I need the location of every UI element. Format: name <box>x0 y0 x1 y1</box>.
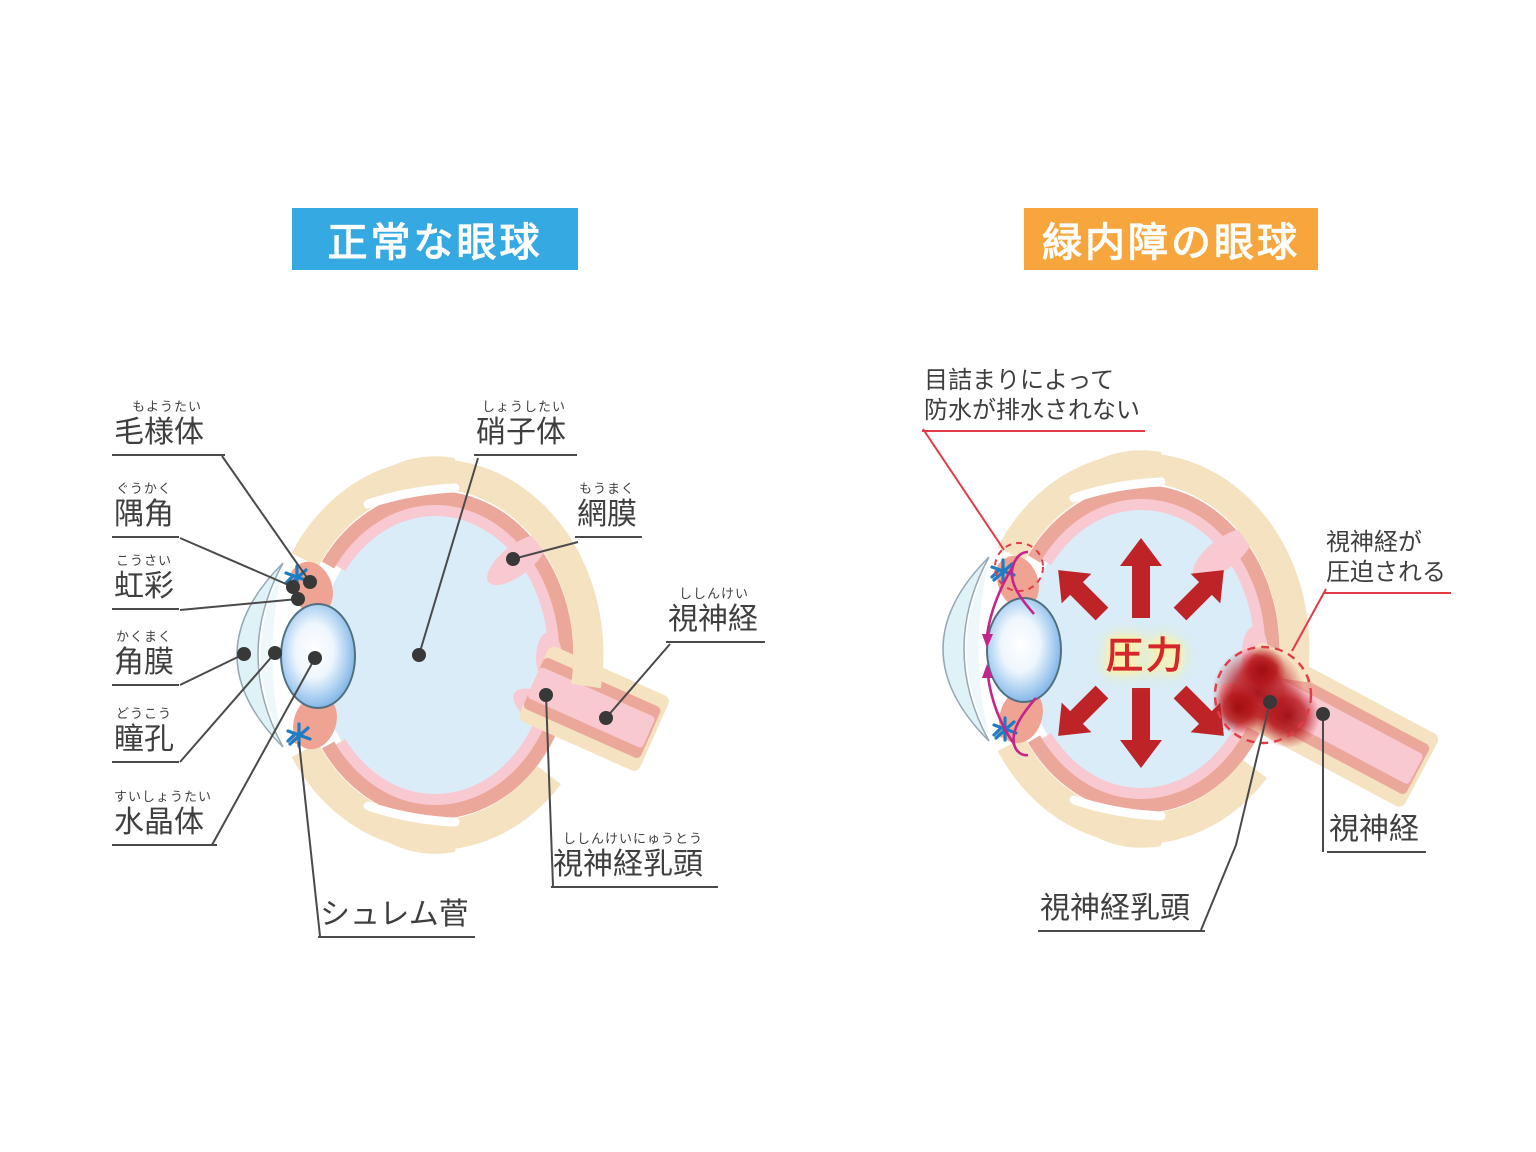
label-retina-text: 網膜 <box>577 498 637 531</box>
label-optic-disc-left-ruby: ししんけいにゅうとう <box>562 831 703 846</box>
label-lens-text: 水晶体 <box>114 806 204 839</box>
left-anchor-dots <box>237 552 613 725</box>
label-schlemm-canal-text: シュレム菅 <box>320 898 469 931</box>
label-blockage-note: 目詰まりによって 防水が排水されない <box>922 366 1145 432</box>
right-eye-illustration <box>943 450 1439 847</box>
right-anchor-dots <box>1263 695 1330 721</box>
left-optic-nerve <box>519 646 669 771</box>
label-compression-note-line1: 視神経が <box>1326 529 1422 556</box>
label-retina: もうまく 網膜 <box>575 480 642 538</box>
label-iris: こうさい 虹彩 <box>112 552 179 610</box>
label-pupil-ruby: どうこう <box>115 706 172 721</box>
right-title-badge: 緑内障の眼球 <box>1024 208 1318 270</box>
label-cornea-ruby: かくまく <box>115 629 172 644</box>
left-title-badge: 正常な眼球 <box>292 208 578 270</box>
label-ciliary-body: もようたい 毛様体 <box>112 398 225 456</box>
label-blockage-note-line2: 防水が排水されない <box>924 397 1140 424</box>
right-leader-lines <box>922 428 1327 931</box>
label-ciliary-body-ruby: もようたい <box>131 399 202 414</box>
label-vitreous-body-ruby: しょうしたい <box>481 399 566 414</box>
label-vitreous-body: しょうしたい 硝子体 <box>474 398 577 456</box>
label-optic-nerve-left: ししんけい 視神経 <box>666 585 765 643</box>
left-leader-lines <box>179 455 671 937</box>
label-vitreous-body-text: 硝子体 <box>476 416 566 449</box>
nerve-damage-blob <box>1212 646 1320 748</box>
label-pupil: どうこう 瞳孔 <box>112 705 179 763</box>
label-cornea: かくまく 角膜 <box>112 628 179 686</box>
label-lens: すいしょうたい 水晶体 <box>112 788 218 846</box>
label-optic-nerve-left-ruby: ししんけい <box>678 586 749 601</box>
label-optic-disc-right: 視神経乳頭 <box>1038 891 1205 932</box>
label-optic-disc-left: ししんけいにゅうとう 視神経乳頭 <box>551 830 718 888</box>
label-optic-disc-right-text: 視神経乳頭 <box>1040 892 1190 925</box>
right-title: 緑内障の眼球 <box>1042 221 1300 265</box>
label-optic-disc-left-text: 視神経乳頭 <box>553 848 703 881</box>
label-cornea-text: 角膜 <box>114 646 174 679</box>
label-optic-nerve-right: 視神経 <box>1327 812 1426 853</box>
label-angle: ぐうかく 隅角 <box>112 480 179 538</box>
label-schlemm-canal: シュレム菅 <box>318 897 475 938</box>
label-compression-note: 視神経が 圧迫される <box>1324 528 1451 594</box>
label-iris-text: 虹彩 <box>114 570 174 603</box>
label-blockage-note-line1: 目詰まりによって <box>924 367 1115 394</box>
aqueous-flow-arrowheads <box>982 634 993 678</box>
compression-dashed-circle <box>1213 645 1313 745</box>
label-optic-nerve-right-text: 視神経 <box>1329 813 1419 846</box>
label-pupil-text: 瞳孔 <box>114 723 174 756</box>
label-lens-ruby: すいしょうたい <box>114 789 213 804</box>
label-angle-text: 隅角 <box>114 498 174 531</box>
left-eye-illustration <box>237 456 669 853</box>
label-retina-ruby: もうまく <box>578 481 635 496</box>
label-compression-note-line2: 圧迫される <box>1326 559 1446 586</box>
label-optic-nerve-left-text: 視神経 <box>668 603 758 636</box>
label-ciliary-body-text: 毛様体 <box>114 416 204 449</box>
label-angle-ruby: ぐうかく <box>116 481 172 496</box>
left-title: 正常な眼球 <box>327 221 543 265</box>
pressure-label: 圧力 <box>1106 635 1186 676</box>
label-iris-ruby: こうさい <box>115 553 172 568</box>
aqueous-flow-arrows <box>985 550 1037 757</box>
blockage-dashed-circle <box>994 542 1044 592</box>
